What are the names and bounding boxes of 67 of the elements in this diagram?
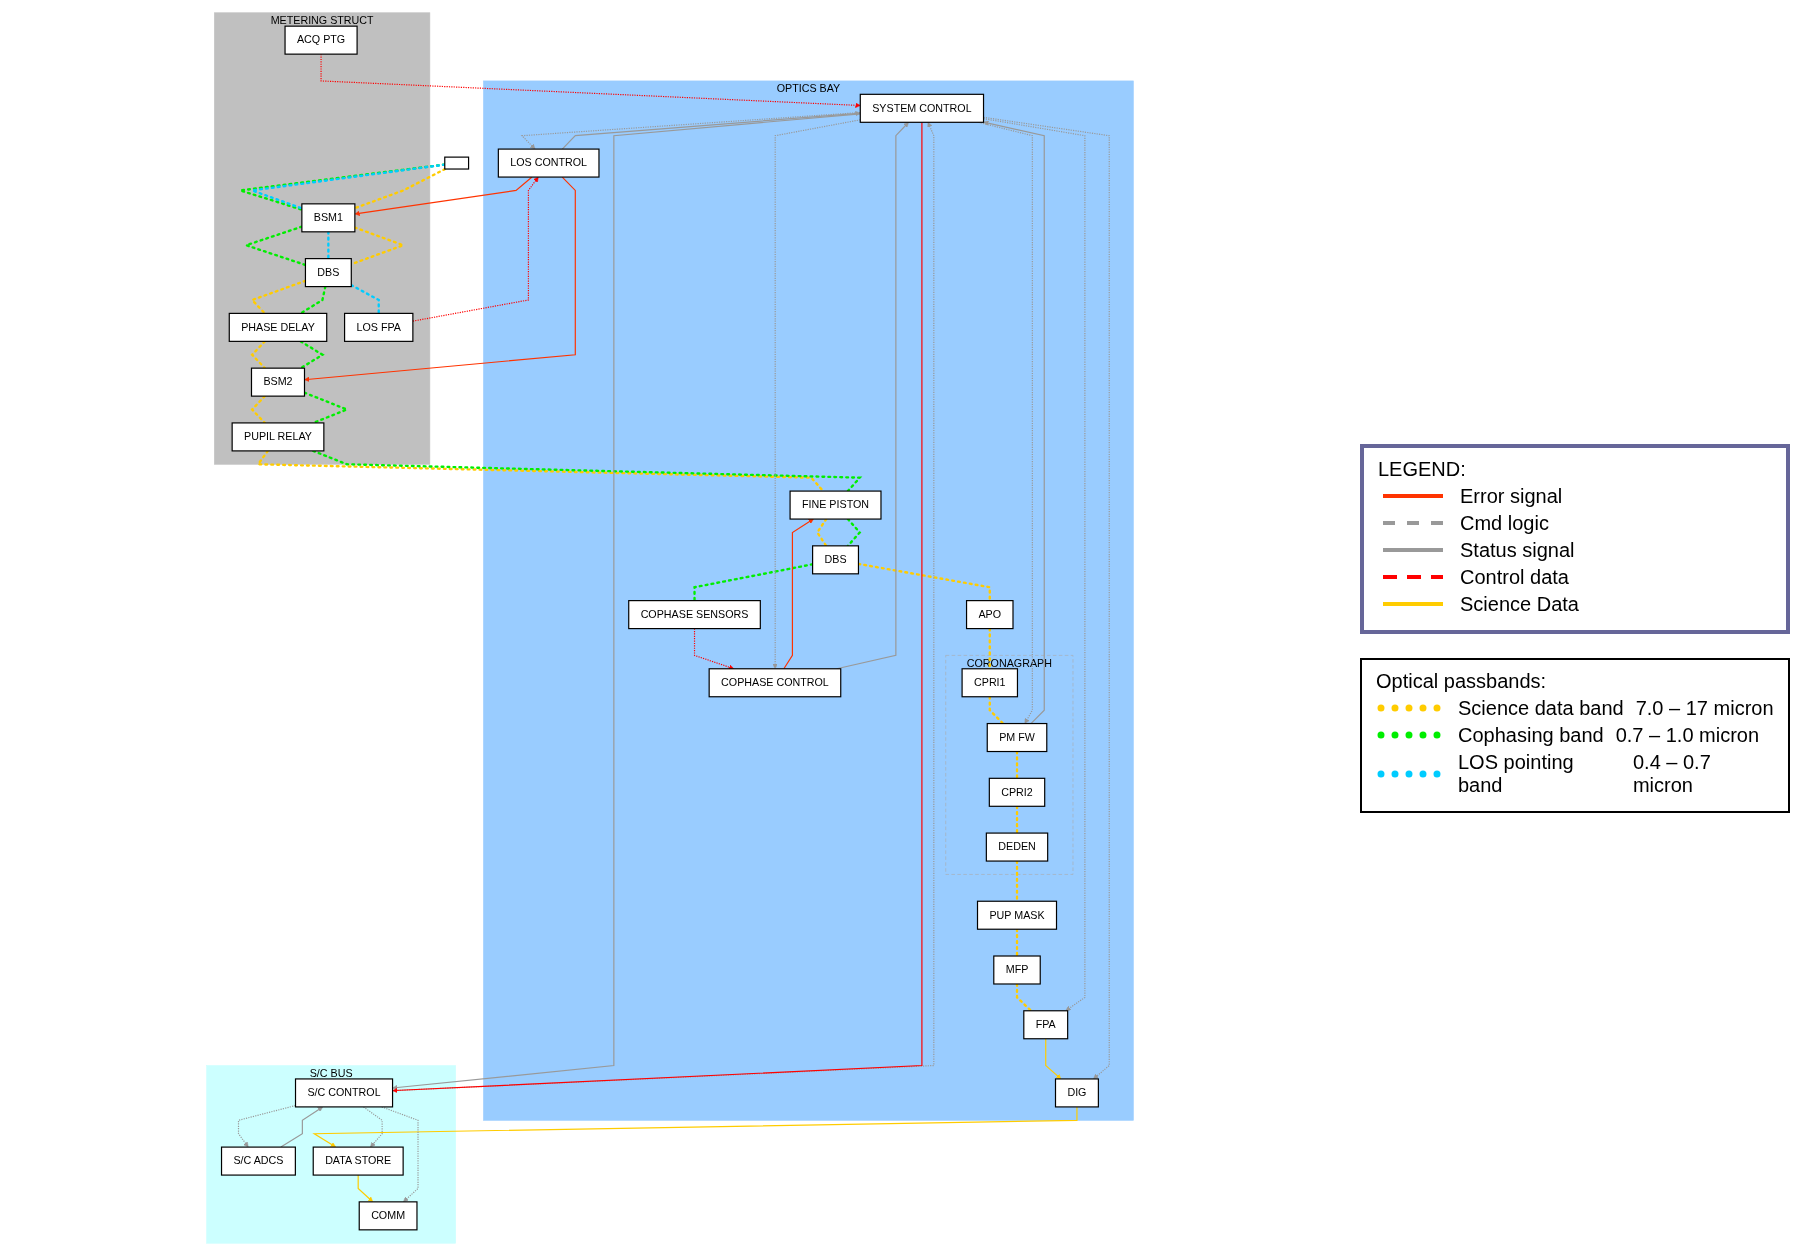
node-box: ACQ PTG (284, 25, 358, 55)
connector (299, 285, 327, 315)
node-box: FINE PISTON (789, 490, 882, 520)
arrow (772, 119, 861, 669)
node-box: PUP MASK (976, 900, 1058, 930)
connector (1015, 928, 1019, 958)
connector (988, 627, 991, 670)
arrow (783, 518, 814, 670)
connector (1015, 982, 1033, 1012)
arrow (354, 176, 533, 216)
legend-text: Status signal (1460, 538, 1575, 562)
connector (1015, 750, 1019, 780)
arrow (1045, 1038, 1062, 1080)
node-box: APO (965, 600, 1014, 630)
node-box: S/C CONTROL (294, 1078, 394, 1108)
node-box: PUPIL RELAY (231, 422, 325, 452)
node-box: MFP (993, 955, 1041, 985)
node-box: LOS CONTROL (497, 148, 600, 178)
node-box: CPRI2 (988, 777, 1046, 807)
node-box: COPHASE SENSORS (628, 600, 761, 630)
arrow (237, 1104, 297, 1148)
node-box: DATA STORE (312, 1146, 404, 1176)
legend-text: Cophasing band (1458, 723, 1604, 747)
arrow (357, 1174, 374, 1203)
passband-range: 0.7 – 1.0 micron (1615, 723, 1760, 747)
node-box: PM FW (986, 722, 1048, 753)
node-box: FPA (1023, 1010, 1069, 1040)
arrow (982, 118, 1086, 1011)
arrow (312, 1106, 1078, 1148)
legend-text: Control data (1460, 565, 1569, 589)
node-box: COMM (358, 1201, 418, 1231)
passband-range: 7.0 – 17 micron (1635, 696, 1774, 720)
legend-text: Science Data (1460, 592, 1579, 616)
legend-text: Error signal (1460, 484, 1563, 508)
node-box: BSM1 (301, 203, 356, 233)
arrow (381, 1106, 419, 1203)
arrow (982, 116, 1110, 1080)
arrow (280, 1106, 323, 1148)
node-box: DIG (1054, 1078, 1099, 1108)
node-box (444, 156, 470, 170)
legend-heading: Optical passbands: (1376, 669, 1548, 693)
arrow (412, 176, 539, 322)
connector (350, 283, 380, 315)
passband-range: 0.4 – 0.7 micron (1632, 750, 1712, 797)
node-box: SYSTEM CONTROL (859, 93, 985, 123)
node-box: PHASE DELAY (228, 312, 328, 342)
node-box: CPRI1 (961, 668, 1019, 698)
arrow (983, 120, 1045, 725)
node-box: DBS (812, 545, 860, 575)
connector (327, 230, 330, 260)
node-box: DEDEN (985, 832, 1049, 862)
node-box: COPHASE CONTROL (708, 668, 842, 698)
connector (988, 695, 1005, 725)
arrow (362, 1106, 383, 1148)
legend-text: Cmd logic (1460, 511, 1549, 535)
connector (312, 449, 863, 493)
node-box: BSM2 (250, 367, 306, 397)
node-box: DBS (304, 258, 352, 288)
connector (255, 449, 825, 493)
legend-text: LOS pointing band (1458, 750, 1575, 797)
legend-heading: LEGEND: (1378, 457, 1467, 481)
arrow (304, 176, 576, 382)
node-box: S/C ADCS (220, 1146, 296, 1176)
connector (1015, 805, 1019, 835)
arrow (693, 628, 735, 670)
legend-text: Science data band (1458, 696, 1624, 720)
node-box: LOS FPA (344, 312, 414, 342)
